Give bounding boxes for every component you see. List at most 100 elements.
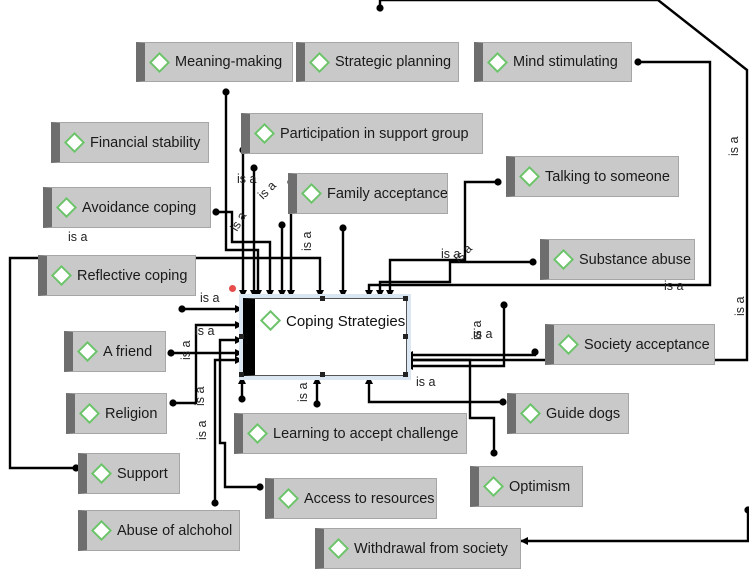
connector-start-dot: [72, 464, 80, 472]
node-financial-stability[interactable]: Financial stability: [51, 122, 209, 163]
is-a-label: is a: [441, 247, 461, 261]
is-a-label: is a: [237, 172, 257, 186]
central-node-label: Coping Strategies: [286, 313, 406, 330]
diamond-icon: [55, 196, 78, 219]
connector-start-dot: [278, 221, 286, 229]
diamond-icon: [557, 333, 580, 356]
is-a-label: is a: [179, 341, 193, 361]
is-a-label: is a: [733, 297, 747, 317]
diamond-icon: [259, 309, 282, 332]
connector-start-dot: [250, 164, 258, 172]
connector-start-dot: [211, 499, 219, 507]
is-a-label: is a: [255, 178, 279, 202]
selection-handle[interactable]: [403, 372, 408, 377]
is-a-connector[interactable]: [8, 256, 324, 470]
node-strategic-planning[interactable]: Strategic planning: [296, 42, 459, 82]
is-a-connector[interactable]: [173, 321, 243, 405]
is-a-label: is a: [200, 291, 220, 305]
connector-start-dot: [339, 224, 347, 232]
node-participation-in-support-group[interactable]: Participation in support group: [241, 113, 483, 154]
is-a-connector[interactable]: [520, 510, 749, 545]
is-a-label: is a: [68, 230, 88, 244]
is-a-label: is a: [473, 327, 493, 341]
node-avoidance-coping[interactable]: Avoidance coping: [43, 187, 211, 228]
diamond-icon: [253, 122, 276, 145]
node-family-acceptance[interactable]: Family acceptance: [288, 173, 448, 214]
diamond-icon: [90, 519, 113, 542]
node-reflective-coping[interactable]: Reflective coping: [38, 255, 196, 296]
connector-start-dot: [634, 58, 642, 66]
connector-start-dot: [531, 348, 539, 356]
selection-handle[interactable]: [239, 372, 244, 377]
rotate-handle[interactable]: [229, 285, 236, 292]
node-guide-dogs[interactable]: Guide dogs: [507, 393, 629, 434]
diamond-icon: [148, 51, 171, 73]
node-access-to-resources[interactable]: Access to resources: [265, 478, 437, 519]
node-talking-to-someone[interactable]: Talking to someone: [506, 156, 679, 197]
node-support[interactable]: Support: [78, 453, 180, 494]
selection-handle[interactable]: [403, 296, 408, 301]
is-a-connector[interactable]: [405, 356, 496, 453]
connector-start-dot: [529, 258, 537, 266]
is-a-connector[interactable]: [376, 260, 533, 298]
connector-start-dot: [500, 301, 508, 309]
is-a-label: is a: [300, 232, 314, 252]
node-meaning-making[interactable]: Meaning-making: [136, 42, 293, 82]
node-learning-to-accept-challenge[interactable]: Learning to accept challenge: [234, 413, 467, 454]
connector-start-dot: [169, 399, 177, 407]
is-a-label: is a: [193, 387, 207, 407]
is-a-connector[interactable]: [365, 376, 503, 404]
connector-start-dot: [222, 88, 230, 96]
diamond-icon: [300, 182, 323, 205]
selection-handle[interactable]: [320, 372, 325, 377]
is-a-label: is a: [664, 279, 684, 293]
diamond-icon: [486, 51, 509, 73]
node-a-friend[interactable]: A friend: [64, 331, 166, 372]
is-a-connector[interactable]: [218, 336, 260, 489]
connector-start-dot: [167, 349, 175, 357]
connector-start-dot: [494, 178, 502, 186]
diamond-icon: [246, 422, 269, 445]
is-a-label: is a: [195, 324, 215, 338]
is-a-connector[interactable]: [213, 356, 243, 503]
is-a-connector[interactable]: [386, 180, 498, 298]
diamond-icon: [482, 475, 505, 498]
selection-handle[interactable]: [320, 296, 325, 301]
node-optimism[interactable]: Optimism: [470, 466, 583, 507]
node-society-acceptance[interactable]: Society acceptance: [545, 324, 715, 365]
connector-start-dot: [490, 449, 498, 457]
is-a-connector[interactable]: [405, 351, 537, 359]
connector-start-dot: [238, 395, 246, 403]
node-abuse-of-alchohol[interactable]: Abuse of alchohol: [78, 510, 240, 551]
connector-start-dot: [744, 506, 749, 514]
node-substance-abuse[interactable]: Substance abuse: [540, 239, 695, 280]
is-a-connector[interactable]: [365, 60, 712, 298]
diamond-icon: [63, 131, 86, 154]
connector-start-dot: [212, 208, 220, 216]
node-religion[interactable]: Religion: [66, 393, 167, 434]
diamond-icon: [327, 537, 350, 560]
connector-start-dot: [499, 398, 507, 406]
is-a-label: is a: [470, 321, 484, 341]
is-a-connector[interactable]: [405, 305, 506, 370]
connector-start-dot: [178, 305, 186, 313]
diamond-icon: [277, 487, 300, 510]
connector-start-dot: [256, 483, 264, 491]
central-node-coping-strategies[interactable]: Coping Strategies: [243, 298, 407, 376]
diamond-icon: [552, 248, 575, 271]
diamond-icon: [50, 264, 73, 287]
is-a-label: is a: [727, 137, 741, 157]
diamond-icon: [90, 462, 113, 485]
node-withdrawal-from-society[interactable]: Withdrawal from society: [315, 528, 521, 569]
connector-start-dot: [313, 400, 321, 408]
connector-start-dot: [376, 4, 384, 12]
node-mind-stimulating[interactable]: Mind stimulating: [474, 42, 632, 82]
diamond-icon: [308, 51, 331, 73]
diamond-icon: [518, 165, 541, 188]
is-a-label: is a: [416, 375, 436, 389]
is-a-label: is a: [195, 421, 209, 441]
is-a-connector[interactable]: [216, 210, 274, 298]
selection-handle[interactable]: [403, 334, 408, 339]
selection-handle[interactable]: [239, 334, 244, 339]
